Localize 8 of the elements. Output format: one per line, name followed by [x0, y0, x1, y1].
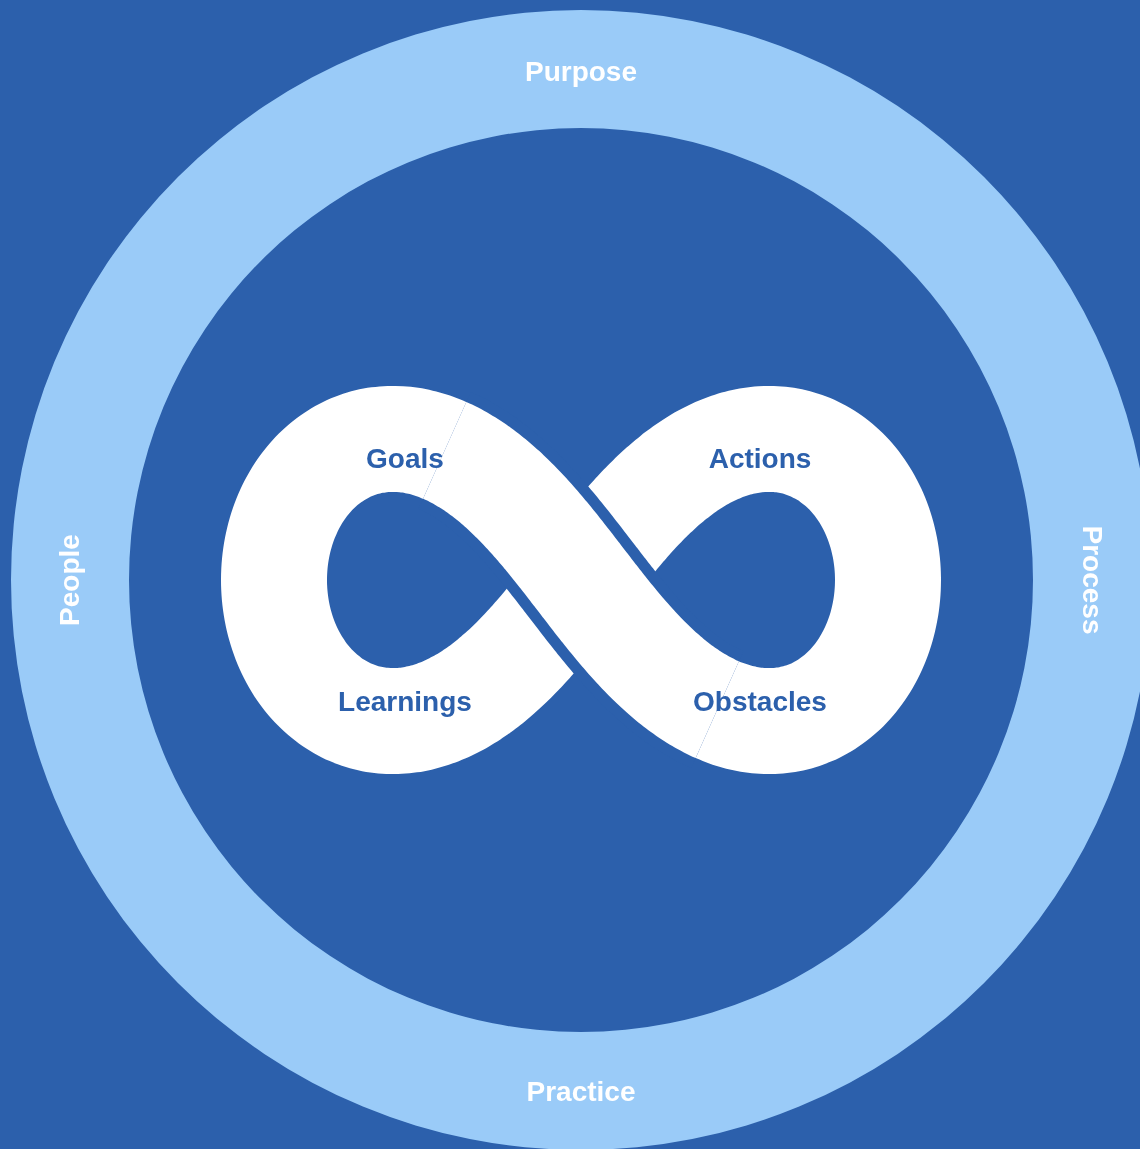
loop-label: Learnings — [338, 686, 472, 718]
ring-label: People — [54, 534, 86, 626]
loop-label: Actions — [708, 443, 812, 475]
ring-label: Process — [1076, 525, 1108, 635]
loop-label: Obstacles — [693, 686, 827, 718]
loop-label: Goals — [366, 443, 444, 475]
ring-label: Purpose — [525, 56, 637, 88]
ring-label: Practice — [526, 1076, 636, 1108]
